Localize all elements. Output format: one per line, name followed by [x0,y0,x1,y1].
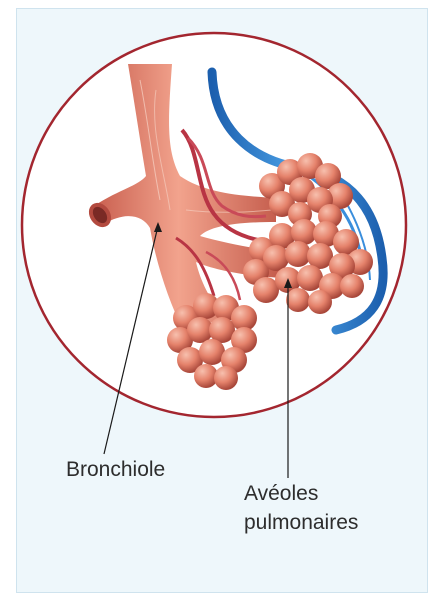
alveoles-label: Avéoles pulmonaires [244,479,358,537]
bronchiole-label-text: Bronchiole [66,455,165,484]
alveoles-label-line1: Avéoles [244,479,358,508]
bronchiole-label: Bronchiole [66,455,165,484]
alveoles-label-line2: pulmonaires [244,508,358,537]
